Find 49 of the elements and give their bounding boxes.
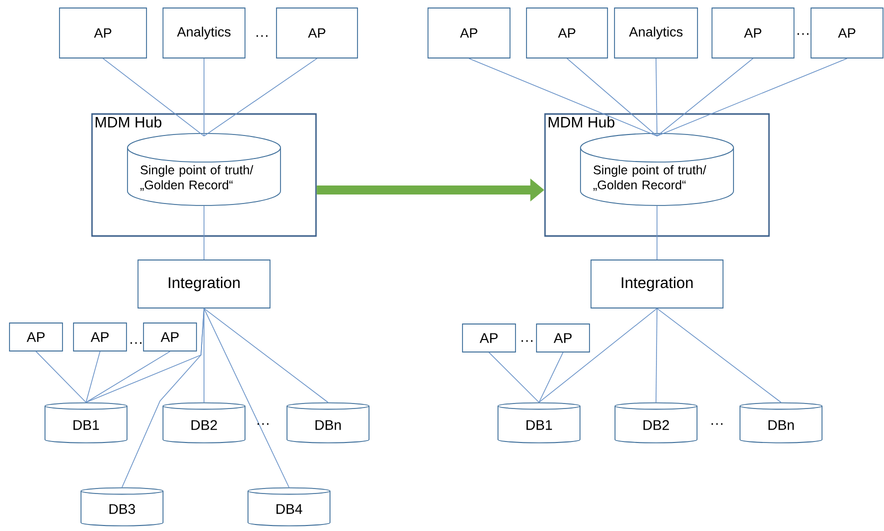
connector-line	[204, 58, 318, 136]
application-box: AP	[462, 324, 516, 352]
connector-line	[86, 351, 170, 403]
ellipsis-label: …	[256, 35, 268, 37]
application-box: AP	[9, 322, 63, 352]
connector-line	[488, 352, 540, 403]
connector-line	[102, 58, 204, 136]
connector-line	[656, 308, 782, 403]
connector-line	[656, 58, 658, 136]
database-cylinder: DB3	[80, 487, 164, 526]
application-box: AP	[276, 8, 358, 58]
integration-box: Integration	[590, 260, 724, 308]
connector-line	[538, 308, 658, 403]
ellipsis-label: …	[712, 423, 722, 425]
integration-box: Integration	[138, 260, 270, 308]
connector-line	[538, 352, 564, 403]
database-cylinder: DB2	[614, 402, 698, 444]
application-box: AP	[428, 8, 510, 58]
database-cylinder: DBn	[286, 402, 370, 444]
connector-line	[204, 308, 290, 488]
application-box: AP	[810, 8, 884, 58]
ellipsis-label: …	[258, 423, 268, 425]
database-cylinder: DB4	[248, 487, 330, 526]
database-cylinder: Single point of truth/ „Golden Record“	[127, 133, 281, 206]
database-cylinder: DB2	[162, 402, 246, 444]
application-box: AP	[59, 8, 147, 58]
application-box: Analytics	[614, 8, 698, 58]
application-box: AP	[712, 8, 794, 58]
connector-line	[566, 58, 658, 136]
connector-line	[656, 206, 658, 260]
connector-line	[36, 351, 86, 403]
connector-line	[468, 58, 658, 136]
ellipsis-label: …	[798, 33, 808, 35]
application-box: AP	[143, 322, 197, 352]
database-cylinder: DB1	[44, 402, 128, 444]
connector-line	[204, 308, 328, 403]
connector-line	[656, 58, 754, 136]
ellipsis-label: …	[130, 342, 142, 344]
ellipsis-label: …	[522, 340, 532, 342]
database-cylinder: DBn	[740, 402, 822, 444]
connector-line	[656, 58, 848, 136]
database-cylinder: Single point of truth/ „Golden Record“	[580, 133, 734, 206]
application-box: AP	[536, 324, 590, 352]
connector-line	[86, 351, 100, 403]
connector-line	[656, 308, 658, 403]
application-box: Analytics	[162, 8, 246, 58]
application-box: AP	[526, 8, 608, 58]
application-box: AP	[73, 322, 127, 352]
database-cylinder: DB1	[498, 402, 580, 444]
